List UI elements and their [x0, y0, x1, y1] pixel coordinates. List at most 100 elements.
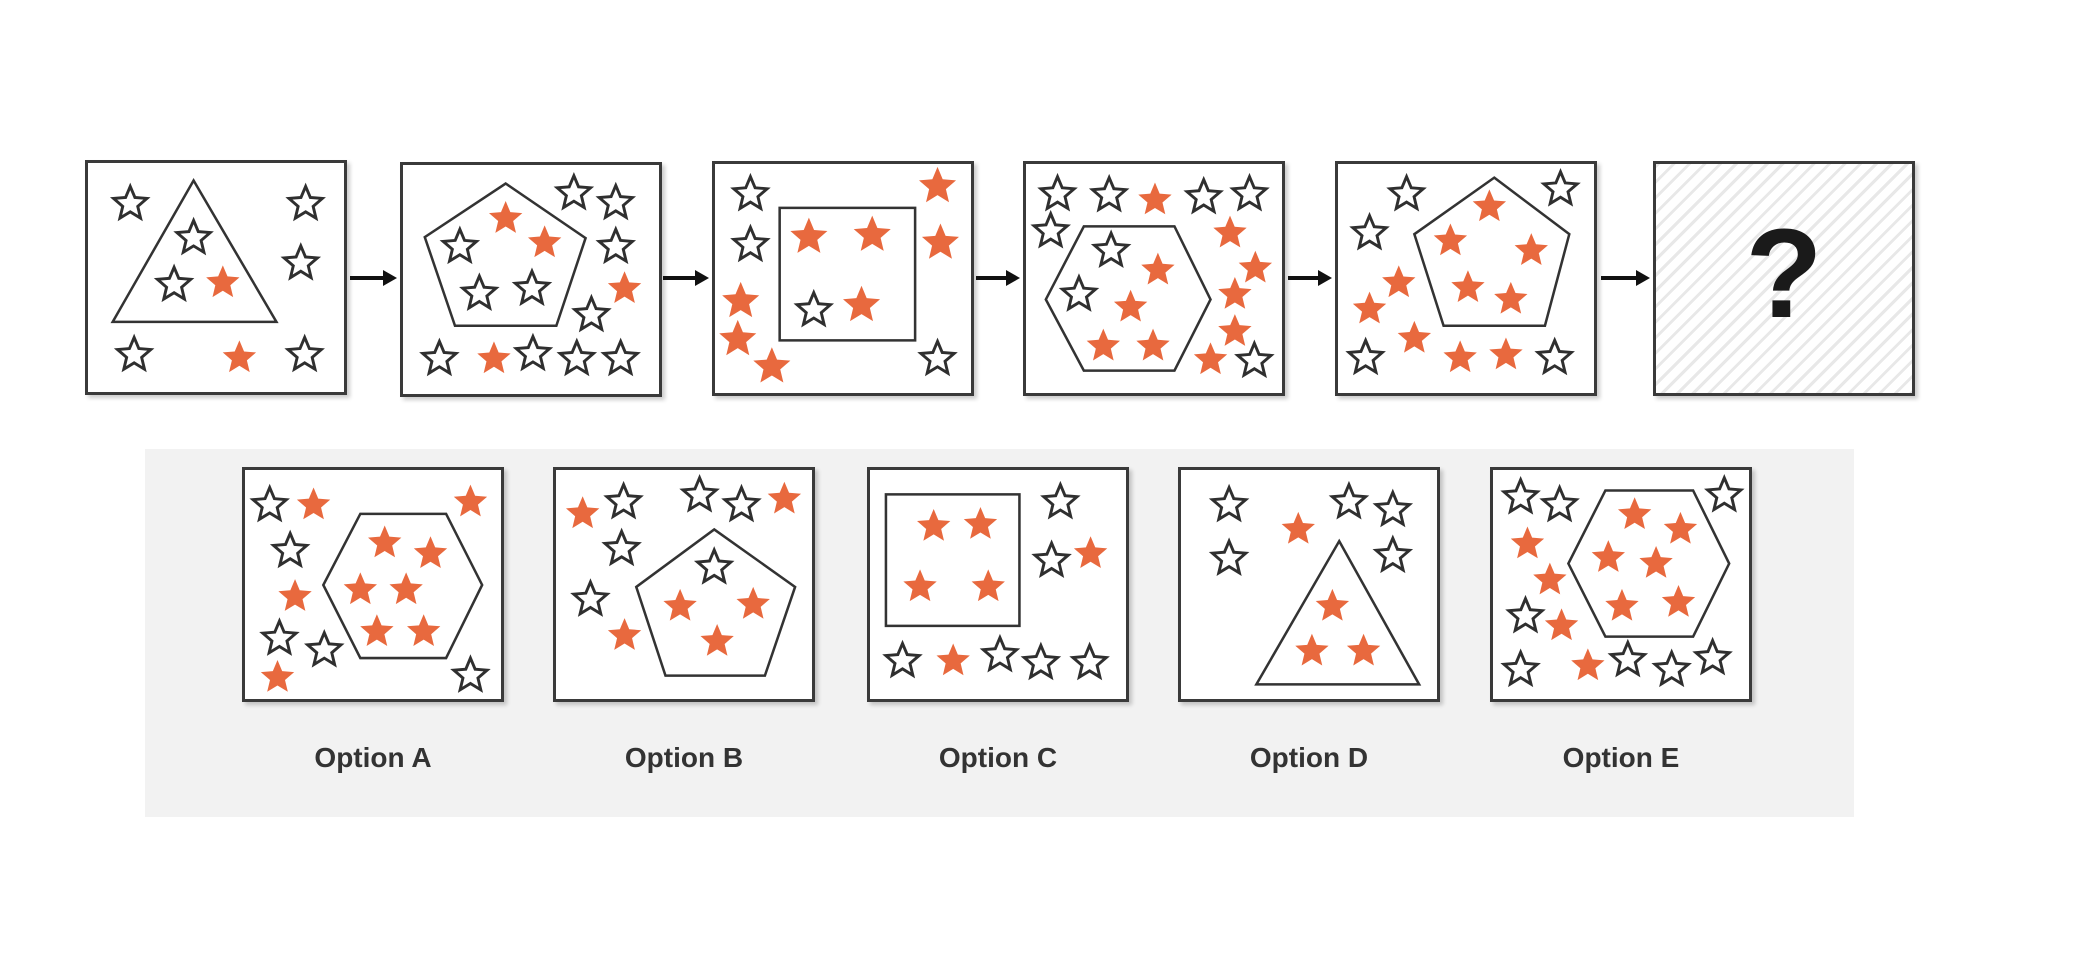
- outline-star-icon: [1505, 594, 1546, 634]
- outline-star-icon: [285, 182, 326, 222]
- filled-star-icon: [1218, 314, 1252, 346]
- hexagon-figure: [1500, 474, 1745, 688]
- outline-star-icon: [419, 337, 460, 377]
- inner-shape-pentagon: [634, 527, 797, 677]
- option-e-label: Option E: [1562, 742, 1680, 773]
- filled-star-icon: [607, 271, 642, 303]
- filled-star-icon: [753, 347, 791, 383]
- outline-star-icon: [439, 225, 481, 265]
- outline-star-icon: [269, 529, 311, 569]
- option-b-label: Option B: [624, 742, 744, 773]
- question-panel: ?: [1653, 161, 1915, 396]
- filled-star-icon: [1571, 648, 1605, 681]
- outline-star-icon: [730, 223, 771, 263]
- outline-star-icon: [249, 483, 290, 523]
- arrow-head: [695, 270, 709, 286]
- outline-star-icon: [721, 483, 762, 523]
- filled-star-icon: [407, 614, 441, 646]
- filled-star-icon: [413, 536, 448, 569]
- outline-star-icon: [1651, 648, 1692, 688]
- outline-star-icon: [693, 546, 735, 585]
- arrow-shaft: [350, 276, 383, 280]
- sequence-panel-4: [1023, 161, 1285, 396]
- outline-star-icon: [1229, 172, 1270, 212]
- outline-star-icon: [1088, 173, 1130, 213]
- filled-star-icon: [1617, 497, 1652, 530]
- outline-star-icon: [280, 242, 322, 281]
- filled-star-icon: [903, 569, 937, 602]
- inner-shape-square: [778, 206, 917, 342]
- option-a-label: Option A: [314, 742, 432, 773]
- filled-star-icon: [565, 496, 600, 529]
- right-arrow-icon: [1288, 270, 1332, 286]
- outline-star-icon: [1208, 483, 1250, 523]
- sequence-panel-2: [400, 162, 662, 397]
- outline-star-icon: [882, 639, 923, 679]
- filled-star-icon: [1663, 511, 1698, 544]
- outline-star-icon: [512, 332, 554, 372]
- right-arrow-icon: [350, 270, 397, 286]
- pentagon-figure: [1345, 168, 1581, 376]
- outline-star-icon: [1234, 339, 1275, 379]
- inner-shape-square: [884, 493, 1021, 628]
- outline-star-icon: [459, 272, 500, 311]
- inner-shape-hexagon: [1044, 225, 1212, 372]
- filled-star-icon: [971, 569, 1005, 602]
- filled-star-icon: [1443, 340, 1477, 373]
- outline-star-icon: [600, 337, 641, 377]
- outline-star-icon: [1372, 488, 1414, 528]
- filled-star-icon: [843, 285, 881, 322]
- outline-star-icon: [1037, 172, 1078, 212]
- filled-star-icon: [1382, 265, 1416, 298]
- filled-star-icon: [1346, 633, 1381, 666]
- arrow-shaft: [1288, 276, 1318, 280]
- option-panel-c[interactable]: [867, 467, 1129, 702]
- filled-star-icon: [1281, 511, 1315, 544]
- outline-star-icon: [1692, 636, 1733, 676]
- inner-shape-pentagon: [1412, 176, 1571, 328]
- filled-star-icon: [1213, 215, 1247, 248]
- outline-star-icon: [570, 578, 611, 617]
- outline-star-icon: [595, 225, 637, 265]
- filled-star-icon: [278, 579, 312, 611]
- outline-star-icon: [1031, 539, 1072, 578]
- outline-star-icon: [1345, 336, 1386, 376]
- filled-star-icon: [1433, 223, 1468, 256]
- outline-star-icon: [793, 288, 835, 328]
- filled-star-icon: [1218, 277, 1252, 309]
- square-figure: [719, 166, 959, 383]
- filled-star-icon: [489, 201, 523, 233]
- filled-star-icon: [1238, 250, 1273, 283]
- filled-star-icon: [963, 507, 998, 539]
- filled-star-icon: [1533, 562, 1567, 595]
- inner-shape-hexagon: [1566, 489, 1731, 638]
- arrow-head: [1006, 270, 1020, 286]
- outline-star-icon: [979, 633, 1021, 673]
- option-panel-d[interactable]: [1178, 467, 1440, 702]
- filled-star-icon: [296, 487, 331, 520]
- outline-star-icon: [1020, 641, 1062, 681]
- outline-star-icon: [284, 333, 325, 373]
- filled-star-icon: [1397, 320, 1432, 353]
- option-c-label: Option C: [938, 742, 1058, 773]
- pentagon-figure: [419, 171, 642, 377]
- filled-star-icon: [1514, 233, 1548, 265]
- option-panel-e[interactable]: [1490, 467, 1752, 702]
- filled-star-icon: [917, 508, 951, 541]
- filled-star-icon: [222, 340, 257, 373]
- arrow-head: [383, 270, 397, 286]
- filled-star-icon: [343, 572, 377, 605]
- option-panel-b[interactable]: [553, 467, 815, 702]
- option-panel-a[interactable]: [242, 467, 504, 702]
- outline-star-icon: [109, 182, 151, 222]
- outline-star-icon: [259, 617, 300, 656]
- filled-star-icon: [1138, 182, 1172, 215]
- outline-star-icon: [601, 527, 642, 567]
- right-arrow-icon: [1601, 270, 1650, 286]
- inner-shape-triangle: [110, 178, 279, 324]
- outline-star-icon: [1540, 168, 1581, 207]
- arrow-shaft: [1601, 276, 1636, 280]
- right-arrow-icon: [663, 270, 709, 286]
- filled-star-icon: [719, 319, 757, 356]
- filled-star-icon: [368, 525, 402, 558]
